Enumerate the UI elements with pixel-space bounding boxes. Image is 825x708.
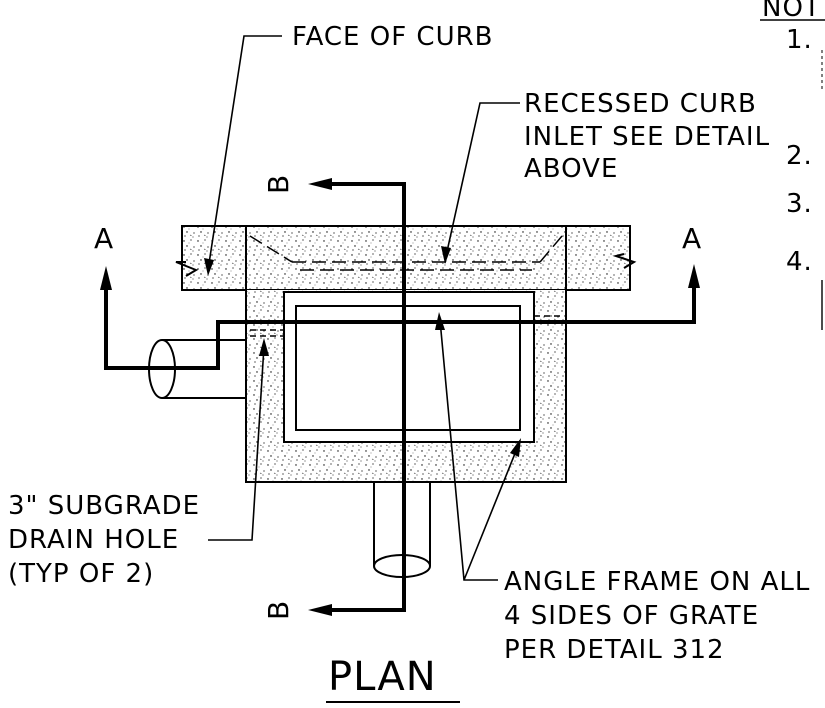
section-a-right-label: A bbox=[682, 222, 702, 255]
label-recessed-line-3: ABOVE bbox=[524, 154, 618, 184]
section-a-left-label: A bbox=[94, 222, 114, 255]
label-face-of-curb: FACE OF CURB bbox=[292, 22, 494, 52]
note-number-3: 3. bbox=[786, 189, 813, 219]
leader-drain-hole bbox=[208, 345, 265, 541]
section-b-bottom-arrowhead bbox=[308, 604, 332, 616]
note-number-1: 1. bbox=[786, 25, 813, 55]
notes-column: NOT 1. 2. 3. 4. bbox=[760, 0, 825, 330]
label-angle-frame: ANGLE FRAME ON ALL 4 SIDES OF GRATE PER … bbox=[504, 567, 810, 665]
label-recessed-curb-inlet: RECESSED CURB INLET SEE DETAIL ABOVE bbox=[524, 89, 770, 184]
leader-angle-frame bbox=[439, 319, 519, 581]
label-angle-line-3: PER DETAIL 312 bbox=[504, 635, 725, 665]
recessed-inlet-dashes bbox=[249, 235, 563, 271]
leader-drain-hole-arrowhead bbox=[259, 338, 269, 356]
label-angle-line-1: ANGLE FRAME ON ALL bbox=[504, 567, 810, 597]
label-subgrade-drain: 3" SUBGRADE DRAIN HOLE (TYP OF 2) bbox=[8, 491, 200, 589]
leader-face-of-curb-arrowhead bbox=[204, 258, 214, 276]
leader-angle-frame-arrowhead-top bbox=[435, 312, 445, 330]
section-b-top-label: B bbox=[262, 174, 295, 194]
label-recessed-line-2: INLET SEE DETAIL bbox=[524, 122, 770, 152]
section-b-line bbox=[332, 182, 406, 612]
label-drain-line-3: (TYP OF 2) bbox=[8, 559, 154, 589]
section-b-bottom-label: B bbox=[262, 600, 295, 620]
label-angle-line-2: 4 SIDES OF GRATE bbox=[504, 601, 759, 631]
section-b-top-arrowhead bbox=[308, 178, 332, 190]
section-a-line bbox=[104, 286, 696, 370]
label-recessed-line-1: RECESSED CURB bbox=[524, 89, 757, 119]
note-number-4: 4. bbox=[786, 247, 813, 277]
note-number-2: 2. bbox=[786, 141, 813, 171]
leader-face-of-curb bbox=[207, 35, 282, 271]
label-drain-line-1: 3" SUBGRADE bbox=[8, 491, 200, 521]
leader-recessed-inlet bbox=[445, 102, 520, 257]
leader-recessed-inlet-arrowhead bbox=[441, 246, 451, 264]
leader-angle-frame-arrowhead-bottom bbox=[510, 438, 521, 457]
view-title: PLAN bbox=[328, 654, 437, 700]
section-a-right-arrowhead bbox=[688, 264, 700, 288]
label-drain-line-2: DRAIN HOLE bbox=[8, 525, 179, 555]
notes-header: NOT bbox=[762, 0, 821, 23]
section-a-left-arrowhead bbox=[100, 266, 112, 290]
